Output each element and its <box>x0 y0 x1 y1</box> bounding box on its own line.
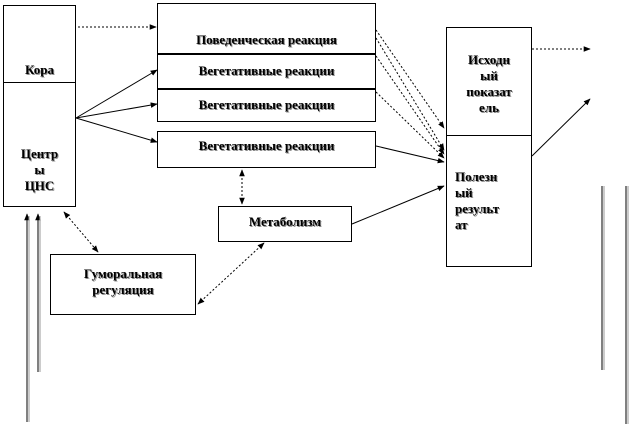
cns-divider <box>4 82 75 83</box>
vegetative-reaction-box-2: Вегетативные реакции <box>157 89 376 122</box>
metabolism-label: Метаболизм <box>248 214 322 229</box>
metabolism-box: Метаболизм <box>218 206 352 242</box>
arrow-behavior-to-result-2 <box>375 37 445 151</box>
humoral-regulation-label: Гуморальная регуляция <box>83 266 163 297</box>
behavioral-reaction-box: Поведенческая реакция <box>157 3 376 54</box>
vegetative-reaction-box-3: Вегетативные реакции <box>157 131 376 168</box>
useful-result-label: Полезн ый результ ат <box>455 169 500 232</box>
cns-centers-label: Центр ы ЦНС <box>20 146 59 193</box>
humoral-regulation-box: Гуморальная регуляция <box>50 254 196 315</box>
behavioral-reaction-label: Поведенческая реакция <box>196 32 337 47</box>
arrow-cns-to-veg-3 <box>75 117 158 143</box>
vegetative-reaction-label-2: Вегетативные реакции <box>198 97 335 112</box>
arrow-behavior-to-result-1 <box>375 29 445 129</box>
vegetative-reaction-box-1: Вегетативные реакции <box>157 54 376 89</box>
cortex-label: Кора <box>24 62 54 77</box>
arrow-veg3-to-result <box>375 145 445 164</box>
vegetative-reaction-label-1: Вегетативные реакции <box>198 63 335 78</box>
vegetative-reaction-label-3: Вегетативные реакции <box>198 138 335 153</box>
result-divider <box>447 135 531 136</box>
arrow-veg1-to-result <box>375 55 445 155</box>
arrow-cns-humoral <box>63 211 99 253</box>
initial-indicator-label: Исходн ый показат ель <box>466 52 512 115</box>
arrow-useful-result-out <box>531 98 591 157</box>
arrow-metabolism-humoral <box>197 242 265 305</box>
arrow-cns-to-veg-1 <box>75 69 158 119</box>
arrow-cns-to-veg-2 <box>75 102 158 119</box>
arrow-metabolism-to-result <box>351 185 445 225</box>
result-block: Исходн ый показат ель Полезн ый результ … <box>446 27 532 267</box>
cns-block: Кора Центр ы ЦНС <box>3 5 76 207</box>
